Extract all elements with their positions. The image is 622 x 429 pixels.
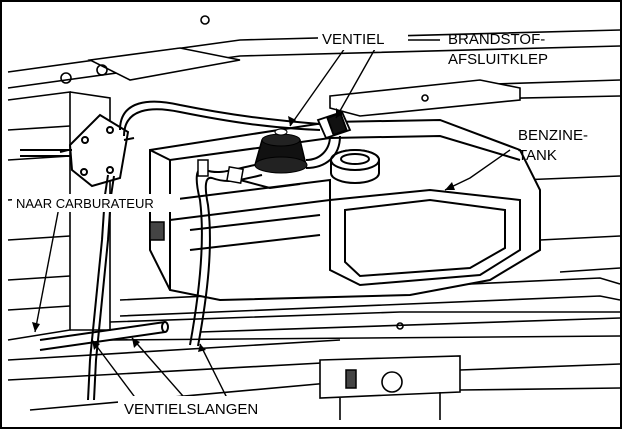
tank-label-line2: TANK (518, 147, 557, 164)
leader-lines (34, 39, 511, 405)
hose-clamps (149, 159, 357, 389)
arrowheads (32, 108, 455, 352)
hoses (20, 100, 341, 401)
fuel-tank (149, 118, 541, 302)
vent-valve (254, 128, 308, 174)
shutoff-valve (316, 110, 352, 140)
shutoff-label-line1: BRANDSTOF- (448, 31, 545, 48)
valve-label-bg (318, 28, 408, 50)
tank-label-line1: BENZINE- (518, 127, 588, 144)
carb-label-bg (12, 194, 180, 212)
fuel-pump-icon (59, 113, 135, 188)
vent-hoses-label: VENTIELSLANGEN (124, 401, 258, 418)
fuel-cap-icon (330, 149, 380, 184)
valve-label: VENTIEL (322, 31, 385, 48)
shutoff-label-line2: AFSLUITKLEP (448, 51, 548, 68)
carburetor-label: NAAR CARBURATEUR (16, 196, 154, 211)
vent-hoses-label-bg (118, 396, 308, 420)
